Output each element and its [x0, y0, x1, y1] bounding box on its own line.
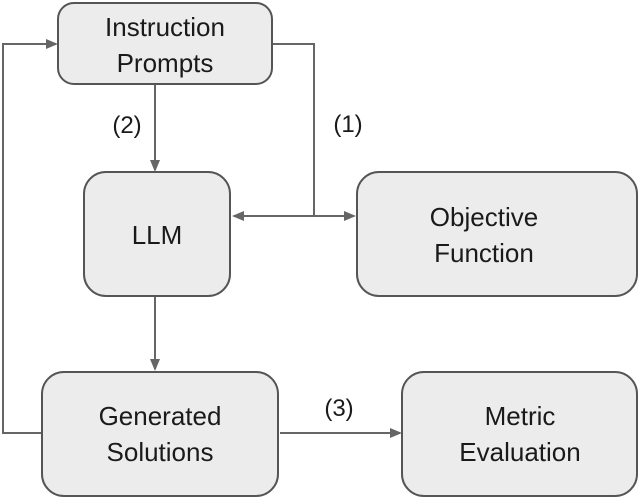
node-metric-evaluation: Metric Evaluation	[401, 371, 638, 497]
node-metric-evaluation-line2: Evaluation	[459, 437, 580, 467]
node-objective-function-line1: Objective	[430, 202, 538, 232]
node-objective-function-line2: Function	[434, 238, 534, 268]
edge-label-2: (2)	[112, 112, 141, 139]
node-generated-solutions: Generated Solutions	[41, 371, 279, 497]
node-generated-solutions-line2: Solutions	[107, 437, 214, 467]
edge-label-3: (3)	[324, 395, 353, 422]
node-instruction-prompts-line2: Prompts	[117, 48, 214, 78]
node-metric-evaluation-line1: Metric	[485, 401, 556, 431]
prompts-to-junction-line	[272, 43, 315, 216]
node-llm-label: LLM	[132, 220, 183, 250]
edge-label-1: (1)	[333, 111, 362, 138]
node-instruction-prompts: Instruction Prompts	[57, 2, 273, 85]
node-generated-solutions-line1: Generated	[99, 401, 222, 431]
node-objective-function: Objective Function	[356, 171, 638, 297]
feedback-arrow	[2, 39, 58, 434]
node-llm: LLM	[83, 171, 231, 297]
node-instruction-prompts-line1: Instruction	[105, 12, 225, 42]
